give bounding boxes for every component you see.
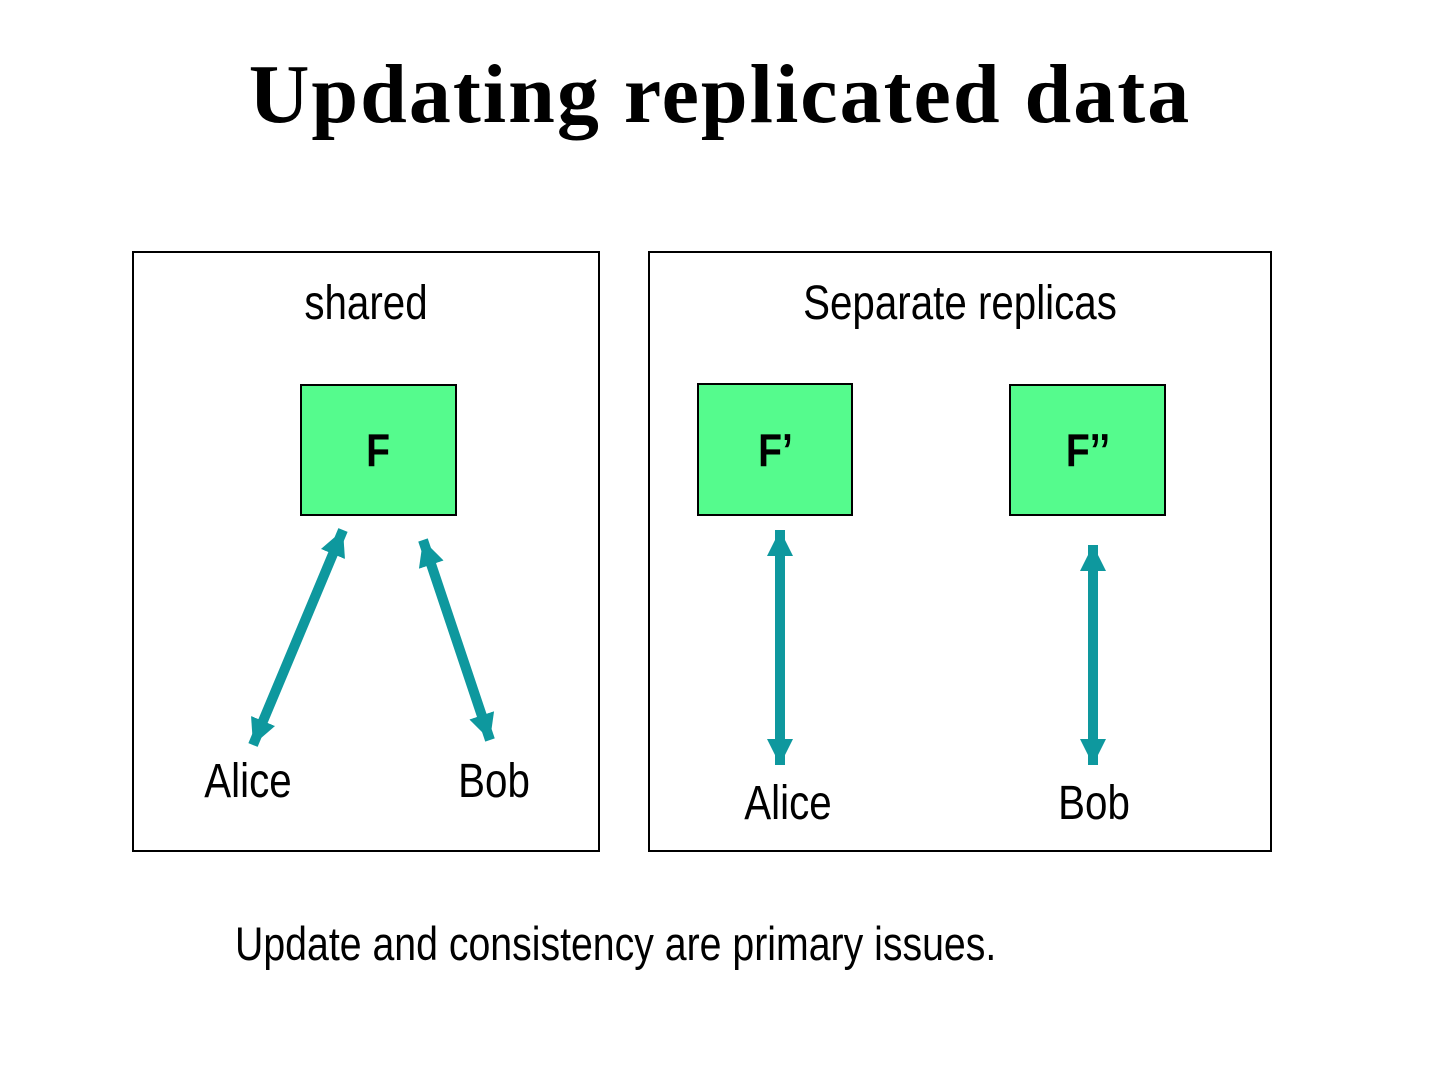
actor-label-alice-shared: Alice <box>204 755 292 808</box>
slide-title: Updating replicated data <box>248 48 1192 141</box>
actor-label-alice-replicas: Alice <box>744 777 832 830</box>
actor-label-bob-replicas: Bob <box>1058 777 1130 830</box>
file-box-f-prime: F’ <box>697 383 853 516</box>
file-box-f-label: F <box>366 424 391 476</box>
file-box-f-double-prime-label: F’’ <box>1065 424 1110 476</box>
caption-text: Update and consistency are primary issue… <box>235 917 997 970</box>
actor-label-bob-shared: Bob <box>458 755 530 808</box>
panel-separate-replicas-label: Separate replicas <box>803 277 1117 330</box>
panel-separate-replicas: Separate replicas F’ F’’ Alice Bob <box>648 251 1272 852</box>
file-box-f: F <box>300 384 457 516</box>
file-box-f-double-prime: F’’ <box>1009 384 1166 516</box>
panel-shared: shared F Alice Bob <box>132 251 600 852</box>
file-box-f-prime-label: F’ <box>757 423 793 476</box>
panel-shared-label: shared <box>304 277 428 330</box>
